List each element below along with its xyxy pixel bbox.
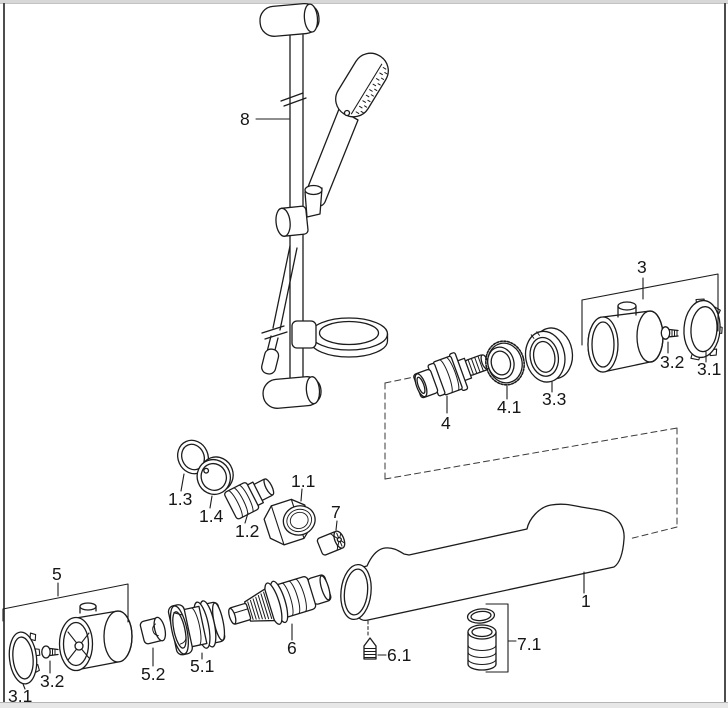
adapter-cap [139,616,167,645]
bottom-screw [41,645,59,659]
callout-filter-washer: 1.4 [199,506,224,526]
callout-bottom-screw: 3.2 [40,671,64,691]
left-frame-border [3,3,5,702]
callout-labels: 8 3 3.2 3.1 4 4.1 3.3 1.3 1.4 1.2 1.1 7 … [8,109,721,706]
stop-ring [167,600,226,656]
shower-rail [259,2,322,409]
hand-shower [304,52,389,218]
callout-leader-lines [2,118,719,690]
knurled-ring [485,340,525,386]
callout-adapter-cap: 5.2 [141,664,165,684]
mixer-body [340,503,625,621]
callout-union-nut: 1.1 [291,471,315,491]
callout-thermostat-cartridge: 6 [287,638,297,658]
union-nut [263,498,316,546]
grub-screw [363,620,377,660]
callout-shower-rail-set: 8 [240,109,250,129]
ring-nut [524,327,574,383]
bottom-escutcheon [58,602,133,672]
outlet-insert [466,608,497,671]
callout-grub-screw: 6.1 [387,645,411,665]
callout-union-fitting: 1.2 [235,521,259,541]
top-escutcheon [587,301,664,373]
callout-ring-nut: 3.3 [542,389,566,409]
rail-slider-holder [275,205,309,237]
top-screw [660,326,679,340]
callout-bottom-splined-cap: 3.1 [8,686,32,706]
callout-knurled-ring: 4.1 [497,397,521,417]
top-frame-strip [0,0,728,4]
shutoff-cartridge [413,352,490,399]
rail-break-mark [280,92,307,107]
top-splined-cap [683,298,723,361]
right-frame-border [724,3,726,702]
check-valve-insert [316,530,346,556]
callout-outlet-insert: 7.1 [517,634,541,654]
bottom-splined-cap [8,631,41,685]
thermostat-cartridge [228,574,332,625]
union-fitting [224,478,275,520]
callout-check-valve: 7 [331,502,341,522]
callout-seal-ring: 1.3 [168,489,192,509]
callout-bottom-escutcheon: 5 [52,564,62,584]
soap-dish-holder [291,317,389,358]
bottom-frame-strip [0,702,728,708]
callout-shutoff-cartridge: 4 [441,413,451,433]
callout-top-escutcheon: 3 [637,257,647,277]
callout-top-splined-cap: 3.1 [697,359,721,379]
callout-stop-ring: 5.1 [190,656,214,676]
callout-mixer-body: 1 [581,591,591,611]
filter-washer [196,456,234,496]
callout-top-screw: 3.2 [660,352,684,372]
assembly-axis-dashed-line [384,376,678,540]
shower-hose [261,245,298,375]
